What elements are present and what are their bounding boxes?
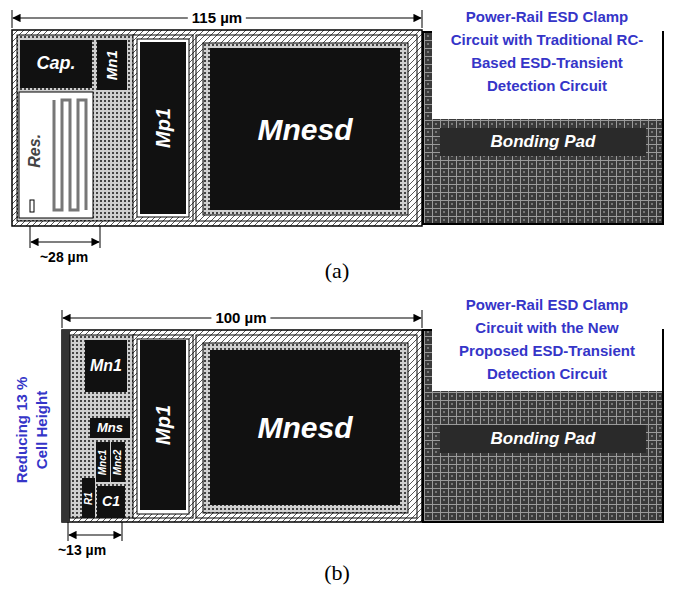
layout-block: Mn1: [85, 340, 127, 392]
dimension-label: (b): [324, 560, 350, 585]
block-name: Mnesd: [257, 411, 352, 444]
dimension-label: ~28 µm: [36, 249, 92, 265]
layout-block: Mp1: [140, 340, 186, 510]
layout-b: [62, 291, 663, 541]
layout-block: Mnesd: [210, 350, 400, 505]
block-name: Mp1: [152, 405, 174, 445]
layout-block: Mnesd: [210, 48, 400, 210]
layout-block: C1: [97, 486, 125, 518]
block-name: Bonding Pad: [491, 430, 596, 449]
block-name: Mn1: [104, 50, 121, 80]
layout-block: R1: [82, 478, 95, 518]
block-name: Mnc2: [113, 449, 124, 475]
dimension-label: 100 µm: [211, 309, 270, 326]
caption-note: Reducing 13 % Cell Height: [12, 364, 52, 496]
block-name: Mn1: [90, 357, 122, 375]
block-name: C1: [102, 494, 120, 509]
block-name: Cap.: [36, 54, 75, 74]
block-name: Mnesd: [257, 113, 352, 146]
block-name: R1: [83, 492, 94, 505]
layout-block: Res.: [23, 120, 47, 182]
dimension-label: Mns: [97, 421, 123, 436]
dimension-label: 115 µm: [188, 9, 246, 26]
block-name: Res.: [26, 134, 44, 168]
layout-block: Mnc2: [111, 442, 125, 482]
layout-block: Mnc1: [96, 442, 110, 482]
block-name: Bonding Pad: [491, 133, 596, 152]
layout-block: Cap.: [20, 40, 92, 88]
layout-block: Bonding Pad: [440, 425, 646, 453]
block-name: Mnc1: [98, 449, 109, 475]
caption-note: Power-Rail ESD Clamp Circuit with the Ne…: [441, 293, 653, 385]
layout-block: Mn1: [97, 40, 127, 90]
dimension-label: ~13 µm: [54, 542, 110, 558]
layout-block: Mp1: [140, 42, 186, 214]
block-name: Mp1: [152, 108, 174, 148]
layout-a: [12, 3, 663, 248]
layout-block: Bonding Pad: [440, 128, 646, 156]
dimension-label: (a): [325, 258, 349, 283]
caption-note: Power-Rail ESD Clamp Circuit with Tradit…: [441, 5, 653, 97]
